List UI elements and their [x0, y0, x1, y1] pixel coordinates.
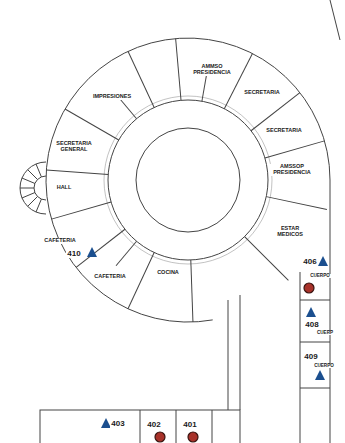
- room-name: AMSSOP PRESIDENCIA: [269, 164, 315, 176]
- bottom-block: [40, 410, 240, 443]
- courtyard: [136, 128, 240, 232]
- red-circle: [188, 432, 198, 442]
- room-name: SECRETARIA: [265, 128, 302, 134]
- blue-triangle: [306, 307, 316, 317]
- outer-wall: [46, 38, 330, 443]
- red-circle: [155, 432, 165, 442]
- blue-triangle: [315, 370, 325, 380]
- room-name: SECRETARIA: [243, 90, 280, 96]
- room-name: ESTAR MEDICOS: [273, 226, 307, 238]
- corridor-ring: [108, 100, 268, 260]
- room-name: CAFETERIA: [43, 238, 76, 244]
- callout-number: 410: [66, 250, 81, 258]
- room-name: SECRETARIA GENERAL: [53, 141, 95, 153]
- room-name: CAFETERIA: [93, 274, 126, 280]
- room-name: HALL: [56, 185, 73, 191]
- corridors: [228, 0, 340, 443]
- callout-number: 408: [304, 321, 319, 329]
- room-name: AMMSO PRESIDENCIA: [192, 64, 232, 76]
- markers: [87, 247, 328, 442]
- blue-triangle: [318, 256, 328, 266]
- area-name: CUERP: [316, 331, 334, 336]
- area-name: CUERPO: [313, 364, 335, 369]
- callout-number: 406: [302, 258, 317, 266]
- callout-number: 401: [182, 421, 197, 429]
- red-circle: [304, 283, 314, 293]
- callout-number: 403: [110, 420, 125, 428]
- callout-number: 402: [146, 421, 161, 429]
- room-name: IMPRESIONES: [92, 94, 132, 100]
- callout-number: 409: [303, 353, 318, 361]
- stair: [20, 162, 46, 214]
- room-walls: [46, 39, 327, 322]
- area-name: CUERPO: [309, 274, 331, 279]
- room-name: COCINA: [156, 270, 180, 276]
- blue-triangle: [87, 247, 97, 257]
